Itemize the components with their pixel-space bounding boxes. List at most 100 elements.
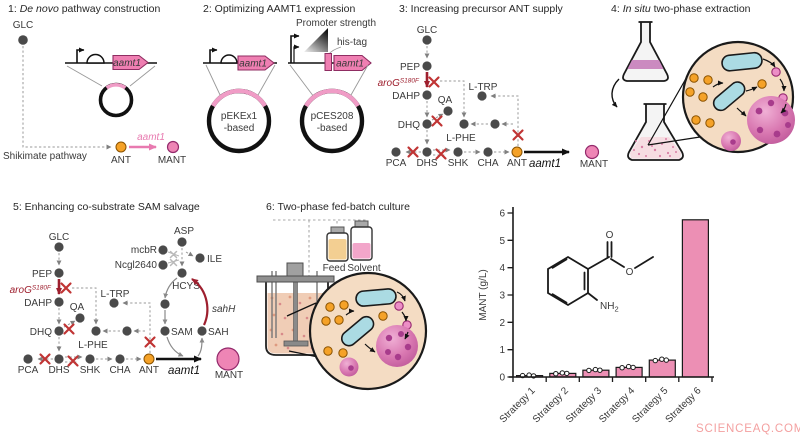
label-lphe: L-PHE	[78, 340, 108, 351]
title-text: pathway construction	[58, 3, 161, 15]
title-text: 6: Two-phase fed-batch culture	[266, 201, 410, 213]
droplet-inclusions	[385, 331, 412, 361]
edge-feedback-lphe-arog	[72, 287, 99, 325]
edge-sahh-recycle	[191, 278, 209, 326]
panel2-expression: aamt1 Promoter strength his-tag aamt1 pE…	[203, 18, 376, 154]
metabolite-node-glc	[18, 35, 28, 45]
edge-to-ile	[185, 251, 194, 257]
label-arog: aroGS180F	[10, 285, 52, 297]
label-ile: ILE	[207, 254, 222, 265]
node-mcbr	[158, 245, 168, 255]
ytick-1: 1	[499, 345, 505, 356]
label-ltrp: L-TRP	[469, 82, 498, 93]
label-pca: PCA	[18, 365, 39, 376]
chart-panel: 0 1 2 3 4 5 6 MANT (g/L) Strategy 1 Stra…	[478, 207, 714, 425]
cross-ant-ltrp	[144, 336, 156, 348]
promoter-icon	[76, 47, 85, 63]
cell-icon	[712, 81, 746, 112]
ytick-6: 6	[499, 209, 505, 220]
plasmid-icon-pekex1: pEKEx1 -based	[206, 88, 272, 154]
ytick-0: 0	[499, 373, 505, 384]
title-text: 1:	[8, 3, 20, 15]
droplet-inclusions	[755, 99, 791, 138]
category-label: Strategy 6	[664, 385, 704, 425]
label-mant: MANT	[580, 159, 608, 170]
label-plasmid2-based: -based	[317, 123, 348, 134]
label-shk: SHK	[448, 158, 469, 169]
metabolite-node-ant	[115, 141, 127, 153]
panel3-title: 3: Increasing precursor ANT supply	[399, 3, 563, 15]
node-qa	[443, 106, 453, 116]
cross-dhs-pca	[39, 353, 51, 365]
label-qa: QA	[70, 302, 85, 313]
cytoplasm-zoom-circle	[308, 271, 428, 391]
label-qa: QA	[438, 95, 453, 106]
label-cha: CHA	[477, 158, 498, 169]
transfer-arrow	[611, 78, 620, 108]
label-plasmid1-name: pEKEx1	[221, 111, 258, 122]
cross-dhq-qa	[431, 115, 443, 127]
solvent-liquid	[352, 243, 371, 259]
node-met	[160, 299, 170, 309]
metabolic-network: GLC PEP aroGS180F DAHP DHQ QA L-TRP L-PH…	[378, 25, 609, 170]
data-point	[564, 370, 570, 377]
plasmid-icon-pces208: pCES208 -based	[299, 88, 365, 154]
edge-ant-ltrp	[490, 93, 519, 146]
flask-outline	[622, 22, 669, 82]
label-aamt1: aamt1	[168, 365, 200, 377]
label-mcbr: mcbR	[131, 245, 157, 256]
gene-arrow-label: aamt1	[239, 58, 267, 69]
edge-hcys-met	[163, 277, 178, 299]
node-dhs	[422, 147, 432, 157]
node-ant	[143, 353, 155, 365]
edge-feedback-lphe-arog	[440, 80, 467, 118]
conversion-arrows	[712, 58, 787, 117]
cytoplasm-zoom-circle	[681, 40, 795, 154]
label-dhs: DHS	[48, 365, 69, 376]
label-arog-sup: S180F	[32, 285, 52, 292]
title-text: two-phase extraction	[650, 3, 751, 15]
data-point	[625, 363, 632, 370]
metabolic-network: GLC PEP aroGS180F DAHP DHQ QA L-TRP L-PH…	[10, 232, 244, 381]
label-lphe: L-PHE	[446, 133, 476, 144]
data-point	[559, 370, 565, 376]
node-dhq	[54, 326, 64, 336]
zoom-pointer-lines	[286, 302, 319, 358]
data-point	[553, 371, 559, 377]
bar-strategy-6	[681, 219, 710, 378]
cell-icon	[355, 288, 397, 307]
node-glc	[422, 35, 432, 45]
label-amine-sub: 2	[614, 305, 618, 314]
cell-icon	[721, 51, 763, 72]
flask-top-icon	[622, 21, 669, 82]
node-mant-large	[216, 347, 240, 371]
x-tick-marks	[512, 377, 713, 382]
node-cha	[483, 147, 493, 157]
edge-sam-reaction	[166, 336, 184, 357]
panel6-fedbatch: Feed Solvent	[256, 219, 428, 391]
node-shk	[85, 354, 95, 364]
impeller-icon	[283, 340, 309, 347]
ytick-3: 3	[499, 291, 505, 302]
edge-reaction-sah	[197, 337, 205, 357]
label-ncgl2640: Ncgl2640	[115, 260, 158, 271]
node-prephenate	[490, 119, 500, 129]
label-hcys: HCYS	[172, 281, 200, 292]
data-point	[597, 367, 603, 373]
label-solvent: Solvent	[347, 263, 381, 274]
ant-dots	[321, 300, 388, 358]
label-his-tag: his-tag	[337, 37, 367, 48]
feed-liquid	[328, 239, 347, 260]
label-aamt1-pink: aamt1	[137, 132, 165, 143]
node-pca	[391, 147, 401, 157]
promoter-icon-weak	[293, 44, 300, 63]
title-text: 3: Increasing precursor ANT supply	[399, 3, 563, 15]
x-category-labels: Strategy 1 Strategy 2 Strategy 3 Strateg…	[498, 385, 704, 425]
plasmid-insert-arc	[211, 88, 267, 108]
node-ltrp	[477, 91, 487, 101]
bars	[515, 219, 710, 379]
plasmid-insert-arc	[105, 83, 127, 90]
node-prephenate	[122, 326, 132, 336]
label-arog-base: aroG	[10, 285, 32, 296]
